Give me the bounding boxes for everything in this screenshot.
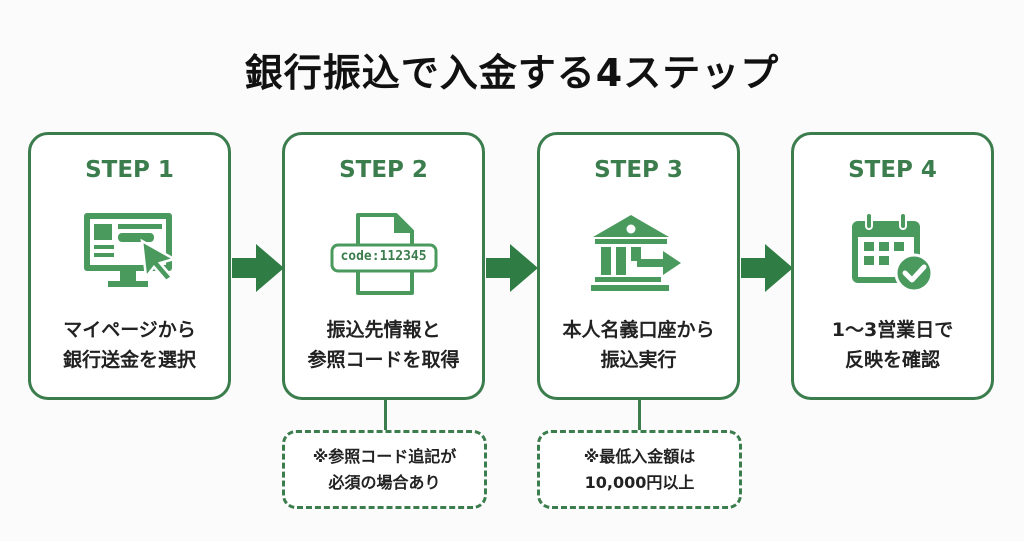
note-box-step2: ※参照コード追記が 必須の場合あり [282,430,487,509]
step-card-3: STEP 3 本人名義口座から 振込実行 [537,132,740,400]
step-desc-line1: 1〜3営業日で [831,319,954,341]
note-connector [638,400,641,430]
step-label: STEP 3 [594,157,683,183]
calendar-check-icon [848,211,938,299]
monitor-cursor-icon [80,211,180,299]
step-card-2: STEP 2 code:112345 振込先情報と 参照コードを取得 [282,132,485,400]
bank-transfer-icon [589,211,689,299]
note-box-step3: ※最低入金額は 10,000円以上 [537,430,742,509]
step-desc-line2: 銀行送金を選択 [62,349,196,371]
step-desc-line1: 振込先情報と [326,319,441,341]
arrow-right-icon [232,244,284,296]
note-line2: 必須の場合あり [328,473,441,492]
step-desc-line1: 本人名義口座から [562,319,715,341]
note-line1: ※参照コード追記が [312,447,457,466]
step-label: STEP 4 [848,157,937,183]
arrow-right-icon [741,244,793,296]
step-desc-line2: 参照コードを取得 [307,349,460,371]
step-desc-line2: 反映を確認 [844,349,940,371]
note-line2: 10,000円以上 [584,473,695,492]
step-card-1: STEP 1 マイページから 銀行送金を選択 [28,132,231,400]
note-line1: ※最低入金額は [583,447,696,466]
step-label: STEP 1 [85,157,174,183]
step-desc-line2: 振込実行 [600,349,677,371]
step-label: STEP 2 [339,157,428,183]
page-title: 銀行振込で入金する4ステップ [244,51,780,95]
document-code-icon: code:112345 [328,211,440,303]
step-desc-line1: マイページから [63,319,196,341]
note-connector [384,400,387,430]
step-card-4: STEP 4 1〜3営業日で 反映を確認 [791,132,994,400]
arrow-right-icon [486,244,538,296]
reference-code-text: code:112345 [340,249,427,264]
